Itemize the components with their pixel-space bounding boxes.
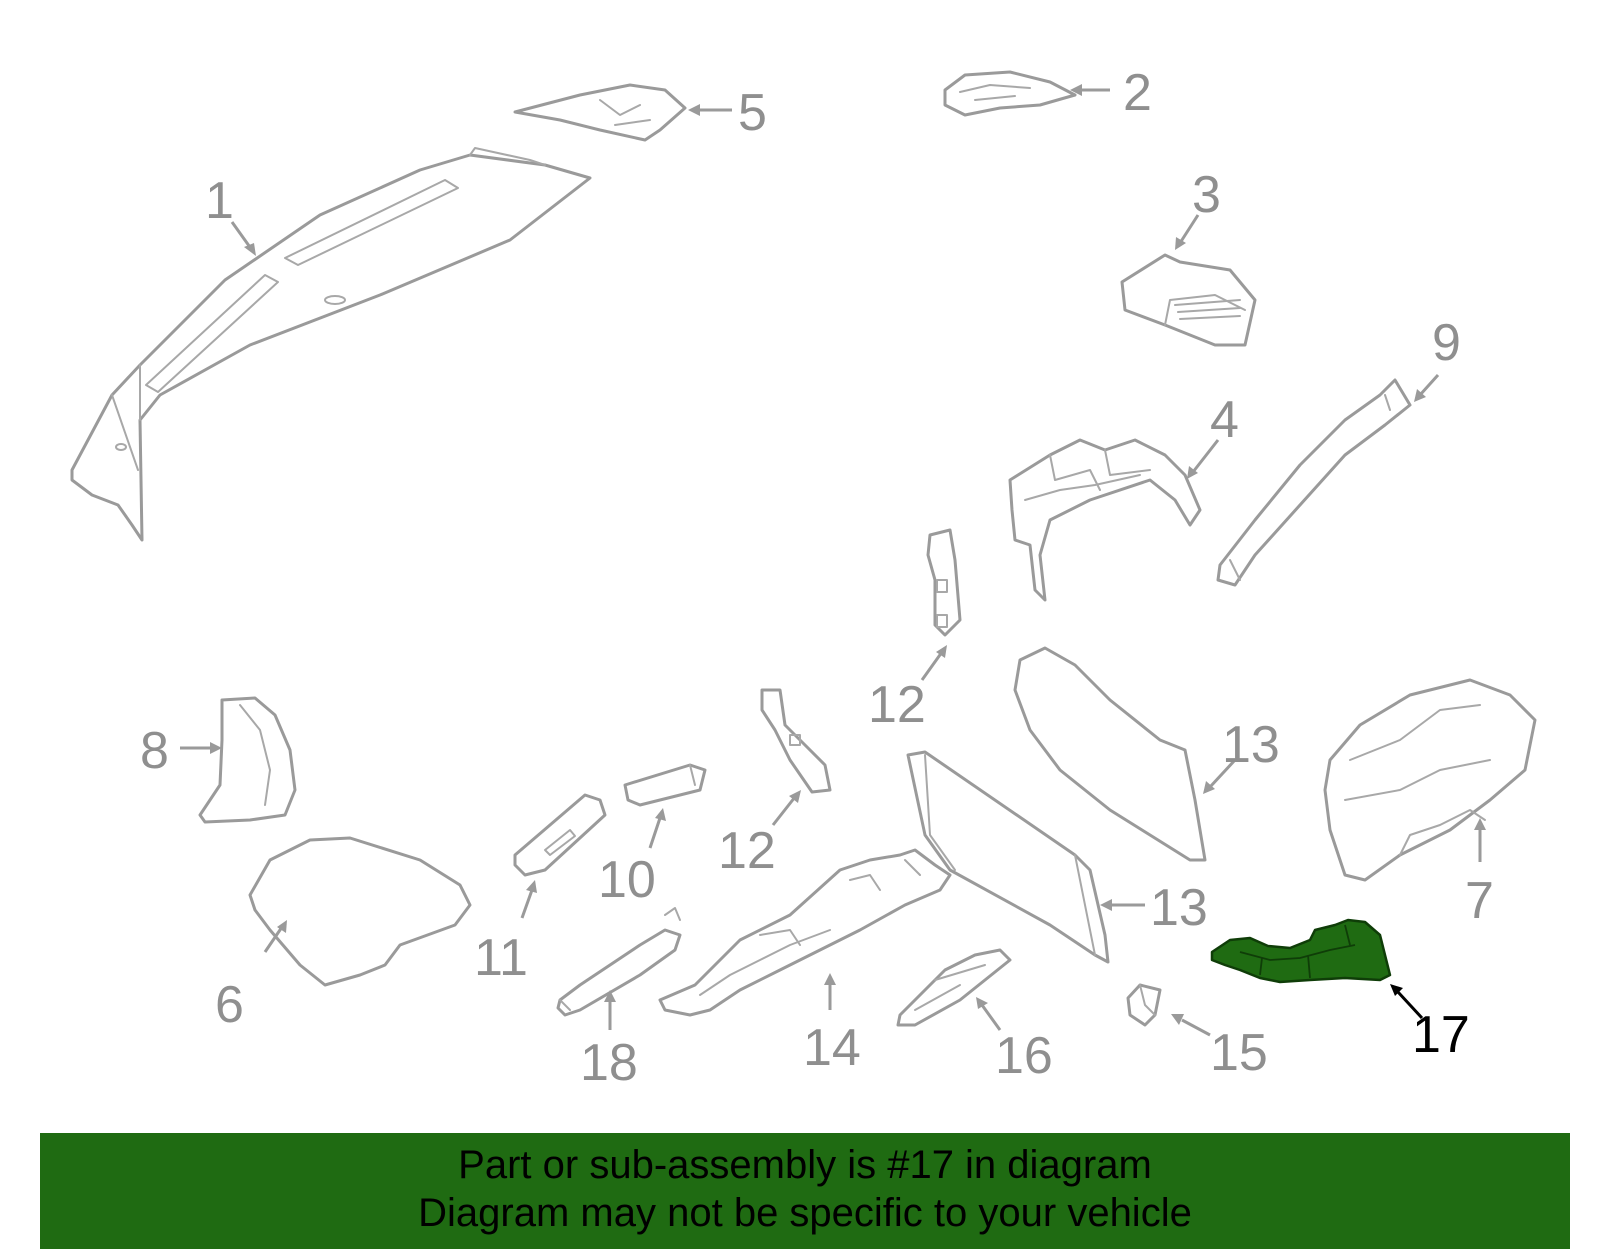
callout-17: 17 bbox=[1412, 1006, 1470, 1064]
callout-18: 18 bbox=[580, 1034, 638, 1092]
part-13-glove-box-door[interactable] bbox=[906, 750, 1110, 964]
callout-10: 10 bbox=[598, 851, 656, 909]
callout-labels: 1 2 3 4 5 6 7 8 9 10 11 12 12 13 13 14 1… bbox=[140, 64, 1494, 1092]
part-14-lower-panel[interactable] bbox=[658, 848, 952, 1017]
part-13-storage-tray[interactable] bbox=[1013, 646, 1207, 862]
callout-4: 4 bbox=[1210, 391, 1239, 449]
part-11-handle[interactable] bbox=[513, 793, 607, 877]
part-12-upper-bracket[interactable] bbox=[926, 528, 962, 637]
part-3-air-vent[interactable] bbox=[1120, 253, 1257, 347]
part-6-cover[interactable] bbox=[248, 836, 472, 987]
part-8-bezel[interactable] bbox=[198, 696, 297, 824]
part-4-bracket-frame[interactable] bbox=[1008, 438, 1202, 602]
part-1-dashboard-panel[interactable] bbox=[70, 147, 592, 542]
part-5-trim-panel[interactable] bbox=[513, 83, 687, 142]
callout-13a: 13 bbox=[1222, 716, 1280, 774]
callout-15: 15 bbox=[1210, 1024, 1268, 1082]
callout-6: 6 bbox=[215, 976, 244, 1034]
callout-13b: 13 bbox=[1150, 879, 1208, 937]
part-15-clip[interactable] bbox=[1126, 983, 1162, 1027]
callout-2: 2 bbox=[1123, 64, 1152, 122]
part-10-small-trim[interactable] bbox=[623, 763, 707, 807]
callout-14: 14 bbox=[803, 1019, 861, 1077]
part-7-dash-end[interactable] bbox=[1323, 678, 1537, 882]
callout-11: 11 bbox=[474, 929, 528, 987]
info-banner: Part or sub-assembly is #17 in diagram D… bbox=[40, 1133, 1570, 1249]
leader-lines bbox=[180, 84, 1486, 1037]
part-2-vent-bezel[interactable] bbox=[943, 70, 1077, 117]
part-12-lower-bracket[interactable] bbox=[760, 688, 832, 794]
parts-diagram: 1 2 3 4 5 6 7 8 9 10 11 12 12 13 13 14 1… bbox=[70, 64, 1537, 1092]
part-18-trim-rail[interactable] bbox=[556, 907, 682, 1017]
callout-12a: 12 bbox=[868, 676, 926, 734]
callout-1: 1 bbox=[205, 172, 234, 230]
banner-line-2: Diagram may not be specific to your vehi… bbox=[418, 1191, 1192, 1235]
banner-line-1: Part or sub-assembly is #17 in diagram bbox=[458, 1143, 1152, 1187]
callout-12b: 12 bbox=[718, 822, 776, 880]
callout-16: 16 bbox=[995, 1027, 1053, 1085]
part-16-trim-strip[interactable] bbox=[896, 948, 1012, 1027]
callout-7: 7 bbox=[1465, 872, 1494, 930]
callout-3: 3 bbox=[1192, 166, 1221, 224]
callout-5: 5 bbox=[738, 84, 767, 142]
callout-9: 9 bbox=[1432, 314, 1461, 372]
callout-8: 8 bbox=[140, 722, 169, 780]
part-17-highlighted[interactable] bbox=[1210, 918, 1392, 984]
part-9-pillar-trim[interactable] bbox=[1216, 378, 1412, 587]
